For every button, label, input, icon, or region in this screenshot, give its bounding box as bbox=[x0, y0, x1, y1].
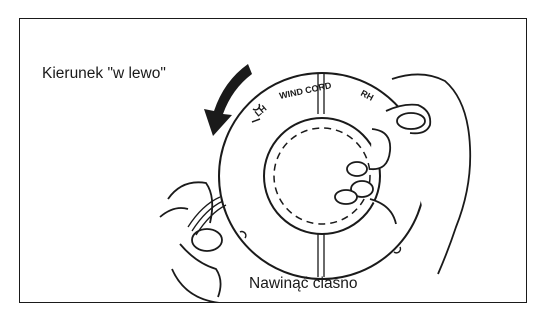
wind-tightly-caption: Nawinąć ciasno bbox=[249, 275, 358, 293]
cord-reel-illustration: LH WIND CORD RH bbox=[20, 19, 527, 303]
direction-caption: Kierunek "w lewo" bbox=[42, 65, 166, 83]
reel-inner-gear bbox=[264, 118, 380, 234]
figure-frame: LH WIND CORD RH bbox=[19, 18, 527, 303]
